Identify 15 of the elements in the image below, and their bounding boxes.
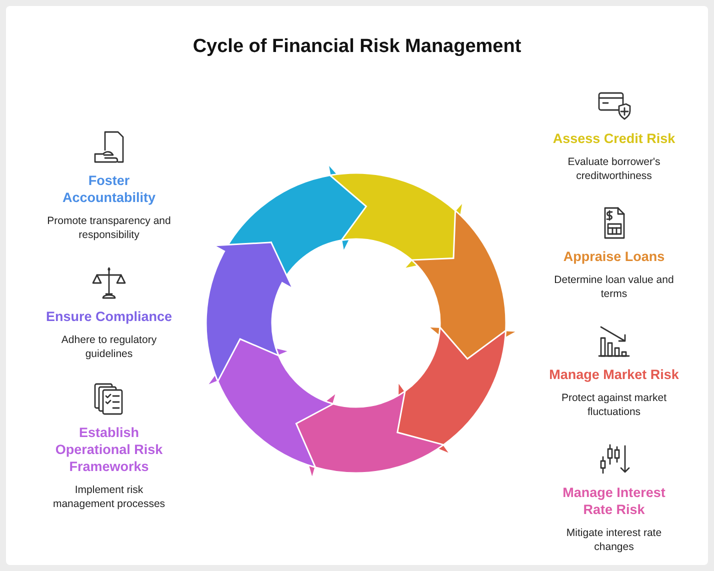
step-heading: Appraise Loans xyxy=(563,248,665,265)
step-heading: Assess Credit Risk xyxy=(552,130,676,147)
step-heading: Foster Accountability xyxy=(61,172,156,206)
step-heading: Manage Market Risk xyxy=(549,366,679,383)
step-heading: Establish Operational Risk Frameworks xyxy=(54,424,164,475)
step-description: Protect against market fluctuations xyxy=(560,391,668,419)
step-description: Evaluate borrower's creditworthiness xyxy=(566,155,662,183)
step-heading: Ensure Compliance xyxy=(46,308,172,325)
step-description: Determine loan value and terms xyxy=(553,273,675,301)
step-description: Promote transparency and responsibility xyxy=(46,214,172,242)
step-description: Adhere to regulatory guidelines xyxy=(60,333,158,361)
step-heading: Manage Interest Rate Risk xyxy=(562,484,666,518)
step-description: Implement risk management processes xyxy=(52,483,166,511)
step-description: Mitigate interest rate changes xyxy=(565,526,663,554)
diagram-title: Cycle of Financial Risk Management xyxy=(192,36,522,58)
